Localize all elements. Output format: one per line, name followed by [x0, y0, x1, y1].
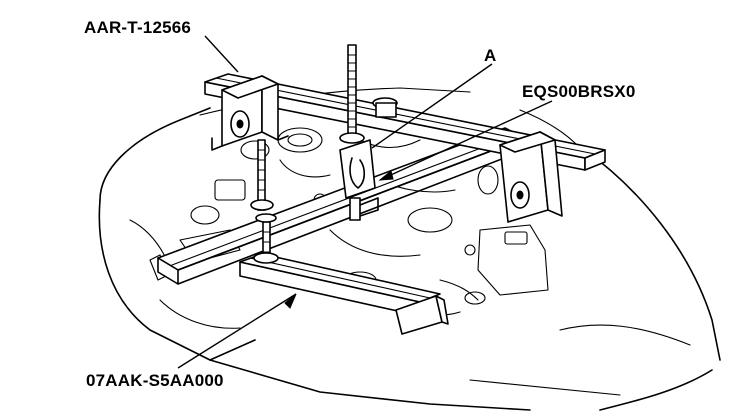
leader-bottom-arrowhead: [284, 293, 297, 309]
threaded-rods: [250, 44, 365, 264]
leader-right-arrowhead: [378, 170, 394, 181]
leader-a: [371, 63, 493, 149]
leader-right: [379, 100, 553, 181]
leader-lines: [177, 35, 553, 369]
right-mount-bracket: [499, 131, 563, 223]
leader-top-left: [204, 35, 239, 73]
rear-beam: [204, 73, 606, 171]
callout-label-eqs00brsx0: EQS00BRSX0: [522, 82, 636, 101]
hook-attachment: [339, 97, 398, 221]
callout-label-07aak-s5aa000: 07AAK-S5AA000: [86, 371, 224, 390]
callout-label-a: A: [484, 46, 497, 65]
front-beam: [239, 253, 449, 335]
callout-label-aar-t-12566: AAR-T-12566: [84, 18, 192, 37]
leader-bottom: [177, 293, 297, 369]
left-mount-bracket: [211, 75, 289, 151]
